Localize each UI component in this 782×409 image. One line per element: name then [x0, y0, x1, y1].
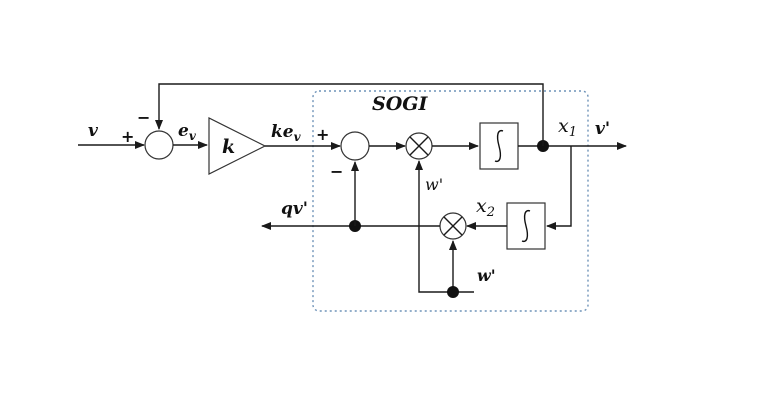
input-label: v — [88, 121, 99, 141]
w-bottom-label: w' — [477, 266, 496, 285]
sum1-plus-sign: + — [121, 127, 134, 146]
outer-feedback-wire — [155, 83, 544, 146]
sogi-title: SOGI — [372, 93, 428, 115]
error-label: ev — [178, 121, 197, 143]
sum2-plus-sign: + — [316, 125, 329, 144]
sum1-minus-sign: − — [137, 108, 150, 127]
w-junction-dot — [447, 286, 459, 298]
qv-label: qv' — [281, 199, 308, 219]
gain-label: k — [222, 136, 235, 158]
summing-junction-2 — [340, 131, 370, 161]
gain-out-label: kev — [271, 122, 302, 144]
integral-icon-1 — [494, 129, 504, 163]
x1-label: x1 — [558, 115, 577, 140]
sum2-minus-sign: − — [330, 162, 343, 181]
multiplier-2-cross-b — [443, 216, 463, 236]
summing-junction-1 — [144, 130, 174, 160]
integral-icon-2 — [521, 209, 531, 243]
output-label: v' — [595, 119, 610, 139]
sogi-boundary — [312, 90, 589, 312]
x1-to-integrator-2-wire — [546, 146, 572, 230]
multiplier-1-cross-b — [409, 136, 429, 156]
w-inner-label: w' — [425, 175, 443, 194]
x2-label: x2 — [476, 195, 495, 220]
w-to-multiplier-1-wire — [415, 160, 453, 293]
gain-block — [208, 117, 267, 175]
